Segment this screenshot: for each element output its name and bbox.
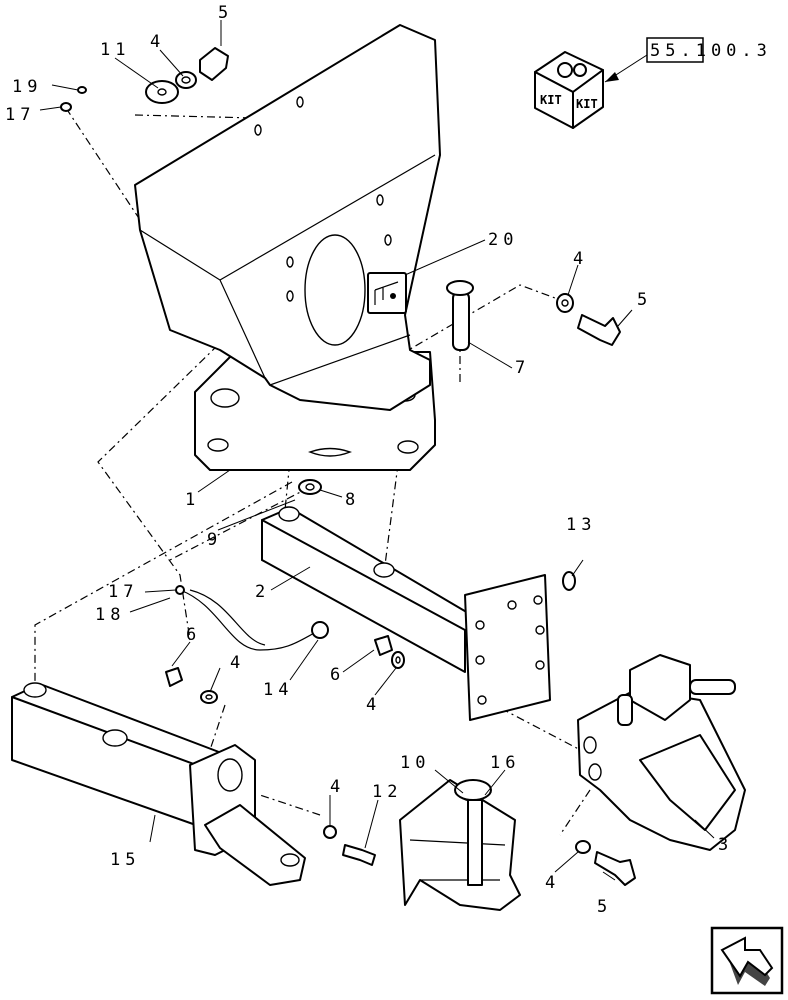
callout-7: 7 [515,358,530,378]
callout-4-mid: 4 [366,695,381,715]
callout-3: 3 [718,835,733,855]
kit-box-icon: KIT KIT [534,51,604,129]
callout-16: 16 [490,753,520,773]
callout-8: 8 [345,490,360,510]
callout-4-left: 4 [230,653,245,673]
callout-11: 11 [100,40,130,60]
leader-lines [39,20,715,881]
callout-4-bolt12: 4 [330,777,345,797]
kit-label-left: KIT [540,93,562,107]
callout-19: 19 [12,77,42,97]
pin-part-7 [446,280,474,351]
return-arrow-icon[interactable] [710,926,784,995]
callout-6-left: 6 [186,625,201,645]
callout-5-top: 5 [218,3,233,23]
callout-17-mid: 17 [108,582,138,602]
callout-18: 18 [95,605,125,625]
reference-box: 55.100.3 [604,37,772,83]
callout-17-top: 17 [5,105,35,125]
callout-4-right: 4 [573,249,588,269]
callout-2: 2 [255,582,270,602]
main-bracket-part-1 [134,24,441,471]
callout-9: 9 [207,530,222,550]
callout-20: 20 [488,230,518,250]
callout-12: 12 [372,782,402,802]
callout-1: 1 [185,490,200,510]
callout-labels: 5 11 4 19 17 20 4 5 7 1 8 9 13 2 17 18 6… [5,3,733,917]
callout-5-right: 5 [637,290,652,310]
tow-hitch-part-3 [577,654,746,851]
callout-4-bottom: 4 [545,873,560,893]
callout-4-top: 4 [150,32,165,52]
fasteners [60,47,636,886]
callout-15: 15 [110,850,140,870]
drawbar-part-15 [11,682,306,886]
drawbar-part-2 [261,506,551,721]
clevis-part-10 [399,779,521,911]
callout-13: 13 [566,515,596,535]
callout-5-bottom: 5 [597,897,612,917]
callout-14: 14 [263,680,293,700]
reference-number: 55.100.3 [650,41,772,61]
callout-6-mid: 6 [330,665,345,685]
callout-10: 10 [400,753,430,773]
kit-label-right: KIT [576,97,598,111]
